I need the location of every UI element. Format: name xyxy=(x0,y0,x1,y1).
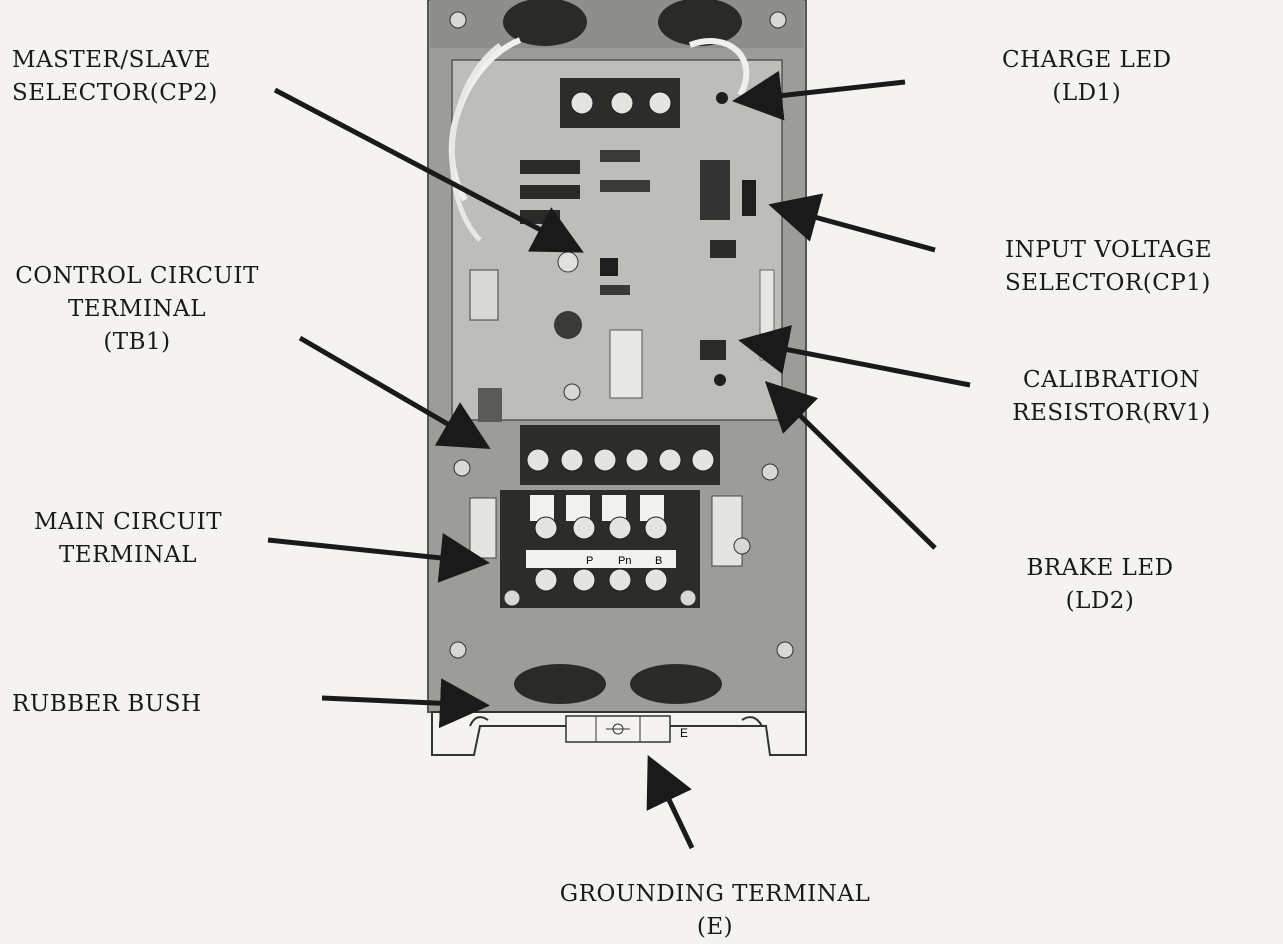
label-line: MASTER/SLAVE xyxy=(12,44,218,77)
label-line: (E) xyxy=(520,911,910,944)
ground-mark-e: E xyxy=(680,726,688,740)
label-line: CHARGE LED xyxy=(1002,44,1172,77)
label-master-slave-selector: MASTER/SLAVE SELECTOR(CP2) xyxy=(12,44,218,110)
master-slave-jumper xyxy=(600,258,618,276)
label-line: SELECTOR(CP1) xyxy=(1005,267,1212,300)
brake-led xyxy=(714,374,726,386)
label-line: GROUNDING TERMINAL xyxy=(520,878,910,911)
terminal-mark-pn: Pn xyxy=(618,555,631,567)
label-input-voltage-selector: INPUT VOLTAGE SELECTOR(CP1) xyxy=(1005,234,1212,300)
label-brake-led: BRAKE LED (LD2) xyxy=(1000,552,1200,618)
label-line: CONTROL CIRCUIT xyxy=(12,260,262,293)
terminal-mark-p: P xyxy=(586,555,593,567)
rubber-bush-left xyxy=(514,664,606,704)
input-voltage-jumper xyxy=(742,180,756,216)
label-rubber-bush: RUBBER BUSH xyxy=(12,688,202,721)
label-line: BRAKE LED xyxy=(1000,552,1200,585)
label-line: CALIBRATION xyxy=(1004,364,1219,397)
label-line: INPUT VOLTAGE xyxy=(1005,234,1212,267)
label-line: RESISTOR(RV1) xyxy=(1004,397,1219,430)
label-line: RUBBER BUSH xyxy=(12,688,202,721)
calibration-resistor xyxy=(700,340,726,360)
label-line: (TB1) xyxy=(12,326,262,359)
label-line: (LD2) xyxy=(1000,585,1200,618)
label-charge-led: CHARGE LED (LD1) xyxy=(1002,44,1172,110)
terminal-mark-b: B xyxy=(655,555,662,567)
arrow-grounding xyxy=(652,764,692,848)
rubber-bush-right xyxy=(630,664,722,704)
label-line: (LD1) xyxy=(1002,77,1172,110)
label-control-circuit-terminal: CONTROL CIRCUIT TERMINAL (TB1) xyxy=(12,260,262,359)
label-grounding-terminal: GROUNDING TERMINAL (E) xyxy=(520,878,910,944)
label-calibration-resistor: CALIBRATION RESISTOR(RV1) xyxy=(1004,364,1219,430)
label-line: TERMINAL xyxy=(12,539,244,572)
charge-led xyxy=(716,92,728,104)
label-main-circuit-terminal: MAIN CIRCUIT TERMINAL xyxy=(12,506,244,572)
label-line: MAIN CIRCUIT xyxy=(12,506,244,539)
chassis-top-panel xyxy=(430,0,804,48)
control-terminal-block xyxy=(520,425,720,485)
label-line: SELECTOR(CP2) xyxy=(12,77,218,110)
label-line: TERMINAL xyxy=(12,293,262,326)
